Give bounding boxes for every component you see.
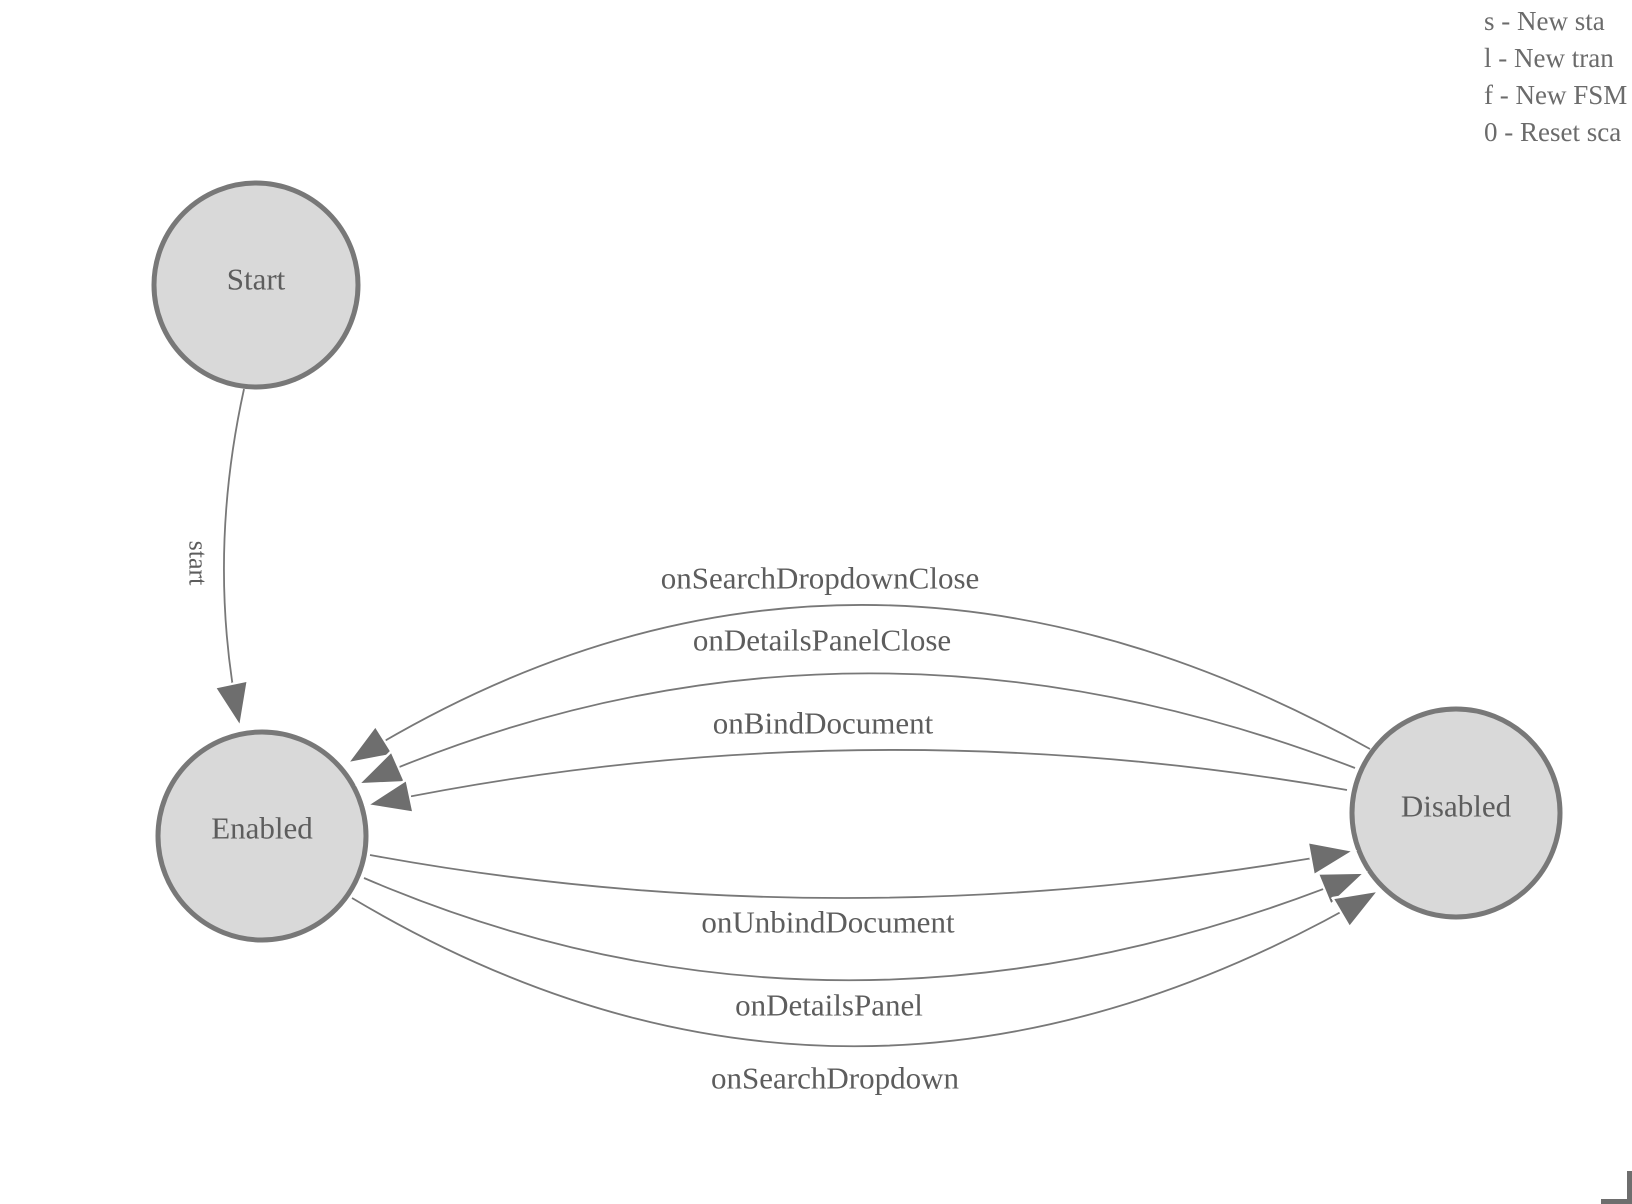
transition-onUnbindDocument-label: onUnbindDocument bbox=[701, 905, 955, 940]
shortcut-new-fsm: f - New FSM bbox=[1484, 80, 1628, 110]
transition-onBindDocument-label: onBindDocument bbox=[713, 706, 934, 741]
transition-start: start bbox=[184, 388, 245, 726]
transition-onDetailsPanel-path[interactable] bbox=[363, 873, 1364, 982]
transition-onDetailsPanelClose-label: onDetailsPanelClose bbox=[693, 623, 951, 658]
state-circle-enabled[interactable] bbox=[155, 729, 369, 943]
state-node-enabled[interactable]: Enabled bbox=[155, 729, 369, 943]
state-label-disabled: Disabled bbox=[1401, 789, 1512, 824]
transition-onDetailsPanelClose-path[interactable] bbox=[359, 672, 1356, 784]
transition-onUnbindDocument-path[interactable] bbox=[369, 851, 1353, 899]
transition-onSearchDropdown-label: onSearchDropdown bbox=[711, 1061, 959, 1096]
state-node-start[interactable]: Start bbox=[151, 180, 361, 390]
transition-onSearchDropdown: onSearchDropdown bbox=[351, 891, 1378, 1096]
state-circle-start[interactable] bbox=[151, 180, 361, 390]
transition-onUnbindDocument: onUnbindDocument bbox=[369, 851, 1353, 940]
transition-onDetailsPanelClose: onDetailsPanelClose bbox=[359, 623, 1356, 785]
transition-start-label: start bbox=[184, 541, 213, 587]
shortcut-new-transition: l - New tran bbox=[1484, 43, 1614, 73]
transition-onDetailsPanel: onDetailsPanel bbox=[363, 873, 1364, 1023]
shortcut-legend: s - New sta l - New tran f - New FSM 0 -… bbox=[1484, 3, 1627, 151]
corner-horizontal-bar bbox=[1601, 1199, 1632, 1204]
state-label-start: Start bbox=[227, 262, 286, 297]
clipped-corner-shape bbox=[1601, 1171, 1632, 1204]
corner-vertical-bar bbox=[1627, 1171, 1632, 1204]
state-circle-disabled[interactable] bbox=[1349, 706, 1563, 920]
transition-onBindDocument: onBindDocument bbox=[368, 706, 1348, 806]
transition-start-path[interactable] bbox=[224, 388, 244, 726]
transition-onBindDocument-path[interactable] bbox=[368, 749, 1348, 805]
state-node-disabled[interactable]: Disabled bbox=[1349, 706, 1563, 920]
state-label-enabled: Enabled bbox=[211, 811, 313, 846]
transition-onDetailsPanel-label: onDetailsPanel bbox=[735, 988, 923, 1023]
transition-onSearchDropdownClose-label: onSearchDropdownClose bbox=[661, 561, 980, 596]
transition-onSearchDropdownClose-path[interactable] bbox=[348, 604, 1371, 763]
transition-onSearchDropdown-path[interactable] bbox=[351, 891, 1378, 1048]
shortcut-reset-scale: 0 - Reset sca bbox=[1484, 117, 1622, 147]
shortcut-new-state: s - New sta bbox=[1484, 6, 1605, 36]
transition-onSearchDropdownClose: onSearchDropdownClose bbox=[348, 561, 1371, 764]
